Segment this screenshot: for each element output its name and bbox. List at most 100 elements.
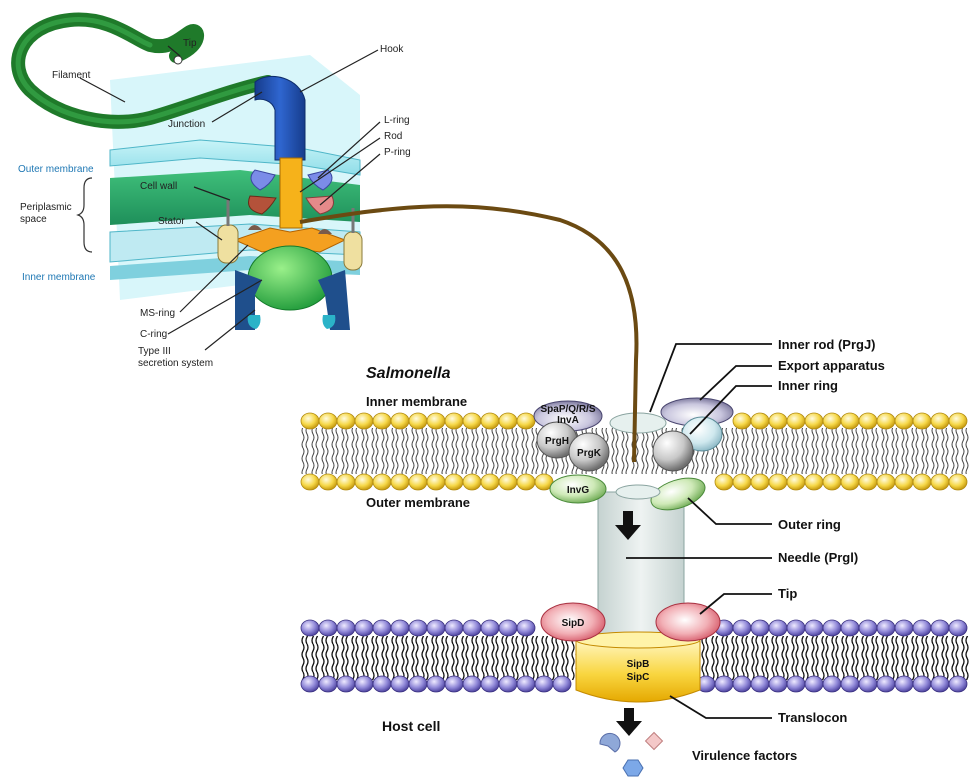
bacterial-inner-leaflet-heads — [300, 412, 968, 430]
lipid-head-bacterial — [372, 412, 392, 430]
lipid-head-host — [516, 675, 536, 693]
stator-right — [343, 231, 363, 271]
host-outer-leaflet-heads — [300, 619, 968, 637]
secretion-arrow-needle — [615, 511, 641, 540]
lipid-head-bacterial — [498, 473, 518, 491]
lipid-head-host — [876, 619, 896, 637]
label-sipd: SipD — [562, 618, 585, 629]
lipid-head-host — [336, 619, 356, 637]
label-prgh: PrgH — [545, 436, 569, 447]
type3-left-foot — [247, 315, 261, 329]
lipid-head-bacterial — [894, 473, 914, 491]
lipid-head-host — [372, 675, 392, 693]
l-ring-left — [250, 169, 276, 191]
label-tip: Tip — [183, 38, 197, 49]
lipid-head-bacterial — [786, 412, 806, 430]
type3-right-arm — [318, 270, 350, 330]
lipid-head-host — [498, 675, 518, 693]
lipid-head-bacterial — [858, 412, 878, 430]
label-invg: InvG — [567, 485, 589, 496]
leader-inner-rod — [649, 343, 772, 413]
leader-stator — [195, 221, 223, 241]
lipid-head-bacterial — [930, 412, 950, 430]
filament-tip-cap — [173, 55, 183, 65]
lipid-head-bacterial — [930, 473, 950, 491]
lipid-head-host — [930, 619, 950, 637]
lipid-head-host — [912, 675, 932, 693]
lipid-head-bacterial — [858, 473, 878, 491]
lipid-head-host — [948, 675, 968, 693]
lipid-head-host — [768, 619, 788, 637]
lipid-head-bacterial — [408, 473, 428, 491]
p-ring-right — [305, 195, 334, 215]
lipid-head-bacterial — [444, 473, 464, 491]
label-outer-membrane-flagellum: Outer membrane — [18, 164, 94, 175]
lipid-head-host — [318, 675, 338, 693]
label-inner-membrane-flagellum: Inner membrane — [22, 272, 96, 283]
lipid-head-host — [786, 675, 806, 693]
p-ring-left — [248, 195, 277, 215]
lipid-head-host — [444, 675, 464, 693]
lipid-head-bacterial — [732, 412, 752, 430]
label-hook: Hook — [380, 44, 404, 55]
lipid-head-bacterial — [876, 412, 896, 430]
host-inner-leaflet-heads — [300, 675, 968, 693]
lipid-head-bacterial — [354, 473, 374, 491]
tip-protein-right — [655, 602, 721, 642]
stator-cap-right — [318, 229, 332, 234]
leader-inner-ring — [689, 385, 772, 435]
lipid-head-host — [894, 619, 914, 637]
lipid-head-bacterial — [516, 473, 536, 491]
label-rod: Rod — [384, 131, 402, 142]
label-inner-ring: Inner ring — [778, 378, 838, 393]
lipid-head-bacterial — [354, 412, 374, 430]
label-virulence-factors: Virulence factors — [692, 748, 797, 763]
leader-tip — [167, 45, 181, 57]
leader-translocon — [669, 695, 772, 719]
label-tip-injectisome: Tip — [778, 586, 797, 601]
lipid-head-bacterial — [318, 412, 338, 430]
lipid-head-host — [408, 619, 428, 637]
lipid-head-bacterial — [426, 412, 446, 430]
leader-rod — [299, 137, 381, 193]
invg-protein — [549, 474, 607, 504]
label-c-ring: C-ring — [140, 329, 167, 340]
lipid-head-bacterial — [462, 473, 482, 491]
periplasm-brace — [76, 177, 93, 253]
lipid-head-bacterial — [300, 412, 320, 430]
lipid-head-bacterial — [390, 473, 410, 491]
leader-filament — [79, 77, 126, 103]
lipid-head-host — [516, 619, 536, 637]
lipid-head-host — [894, 675, 914, 693]
lipid-head-host — [948, 619, 968, 637]
lipid-head-bacterial — [732, 473, 752, 491]
lipid-head-host — [354, 675, 374, 693]
lipid-head-bacterial — [462, 412, 482, 430]
lipid-head-bacterial — [912, 473, 932, 491]
label-junction: Junction — [168, 119, 205, 130]
label-salmonella: Salmonella — [366, 365, 451, 382]
label-export-apparatus: Export apparatus — [778, 358, 885, 373]
lipid-head-bacterial — [480, 412, 500, 430]
leader-c-ring — [167, 279, 263, 335]
lipid-head-host — [768, 675, 788, 693]
leader-outer-ring — [687, 497, 772, 525]
lipid-head-bacterial — [948, 473, 968, 491]
lipid-head-host — [480, 619, 500, 637]
lipid-head-bacterial — [408, 412, 428, 430]
flagellar-rod — [279, 157, 303, 229]
bacterial-outer-leaflet-heads — [300, 473, 968, 491]
lipid-head-host — [354, 619, 374, 637]
secretion-arrow-host — [616, 708, 642, 736]
lipid-head-bacterial — [300, 473, 320, 491]
label-inner-membrane: Inner membrane — [366, 394, 467, 409]
lipid-head-host — [300, 619, 320, 637]
lipid-head-host — [804, 619, 824, 637]
lipid-head-host — [840, 675, 860, 693]
stator-cap-left — [248, 225, 262, 230]
lipid-head-host — [408, 675, 428, 693]
lipid-head-bacterial — [804, 473, 824, 491]
type3-left-arm — [235, 270, 262, 330]
